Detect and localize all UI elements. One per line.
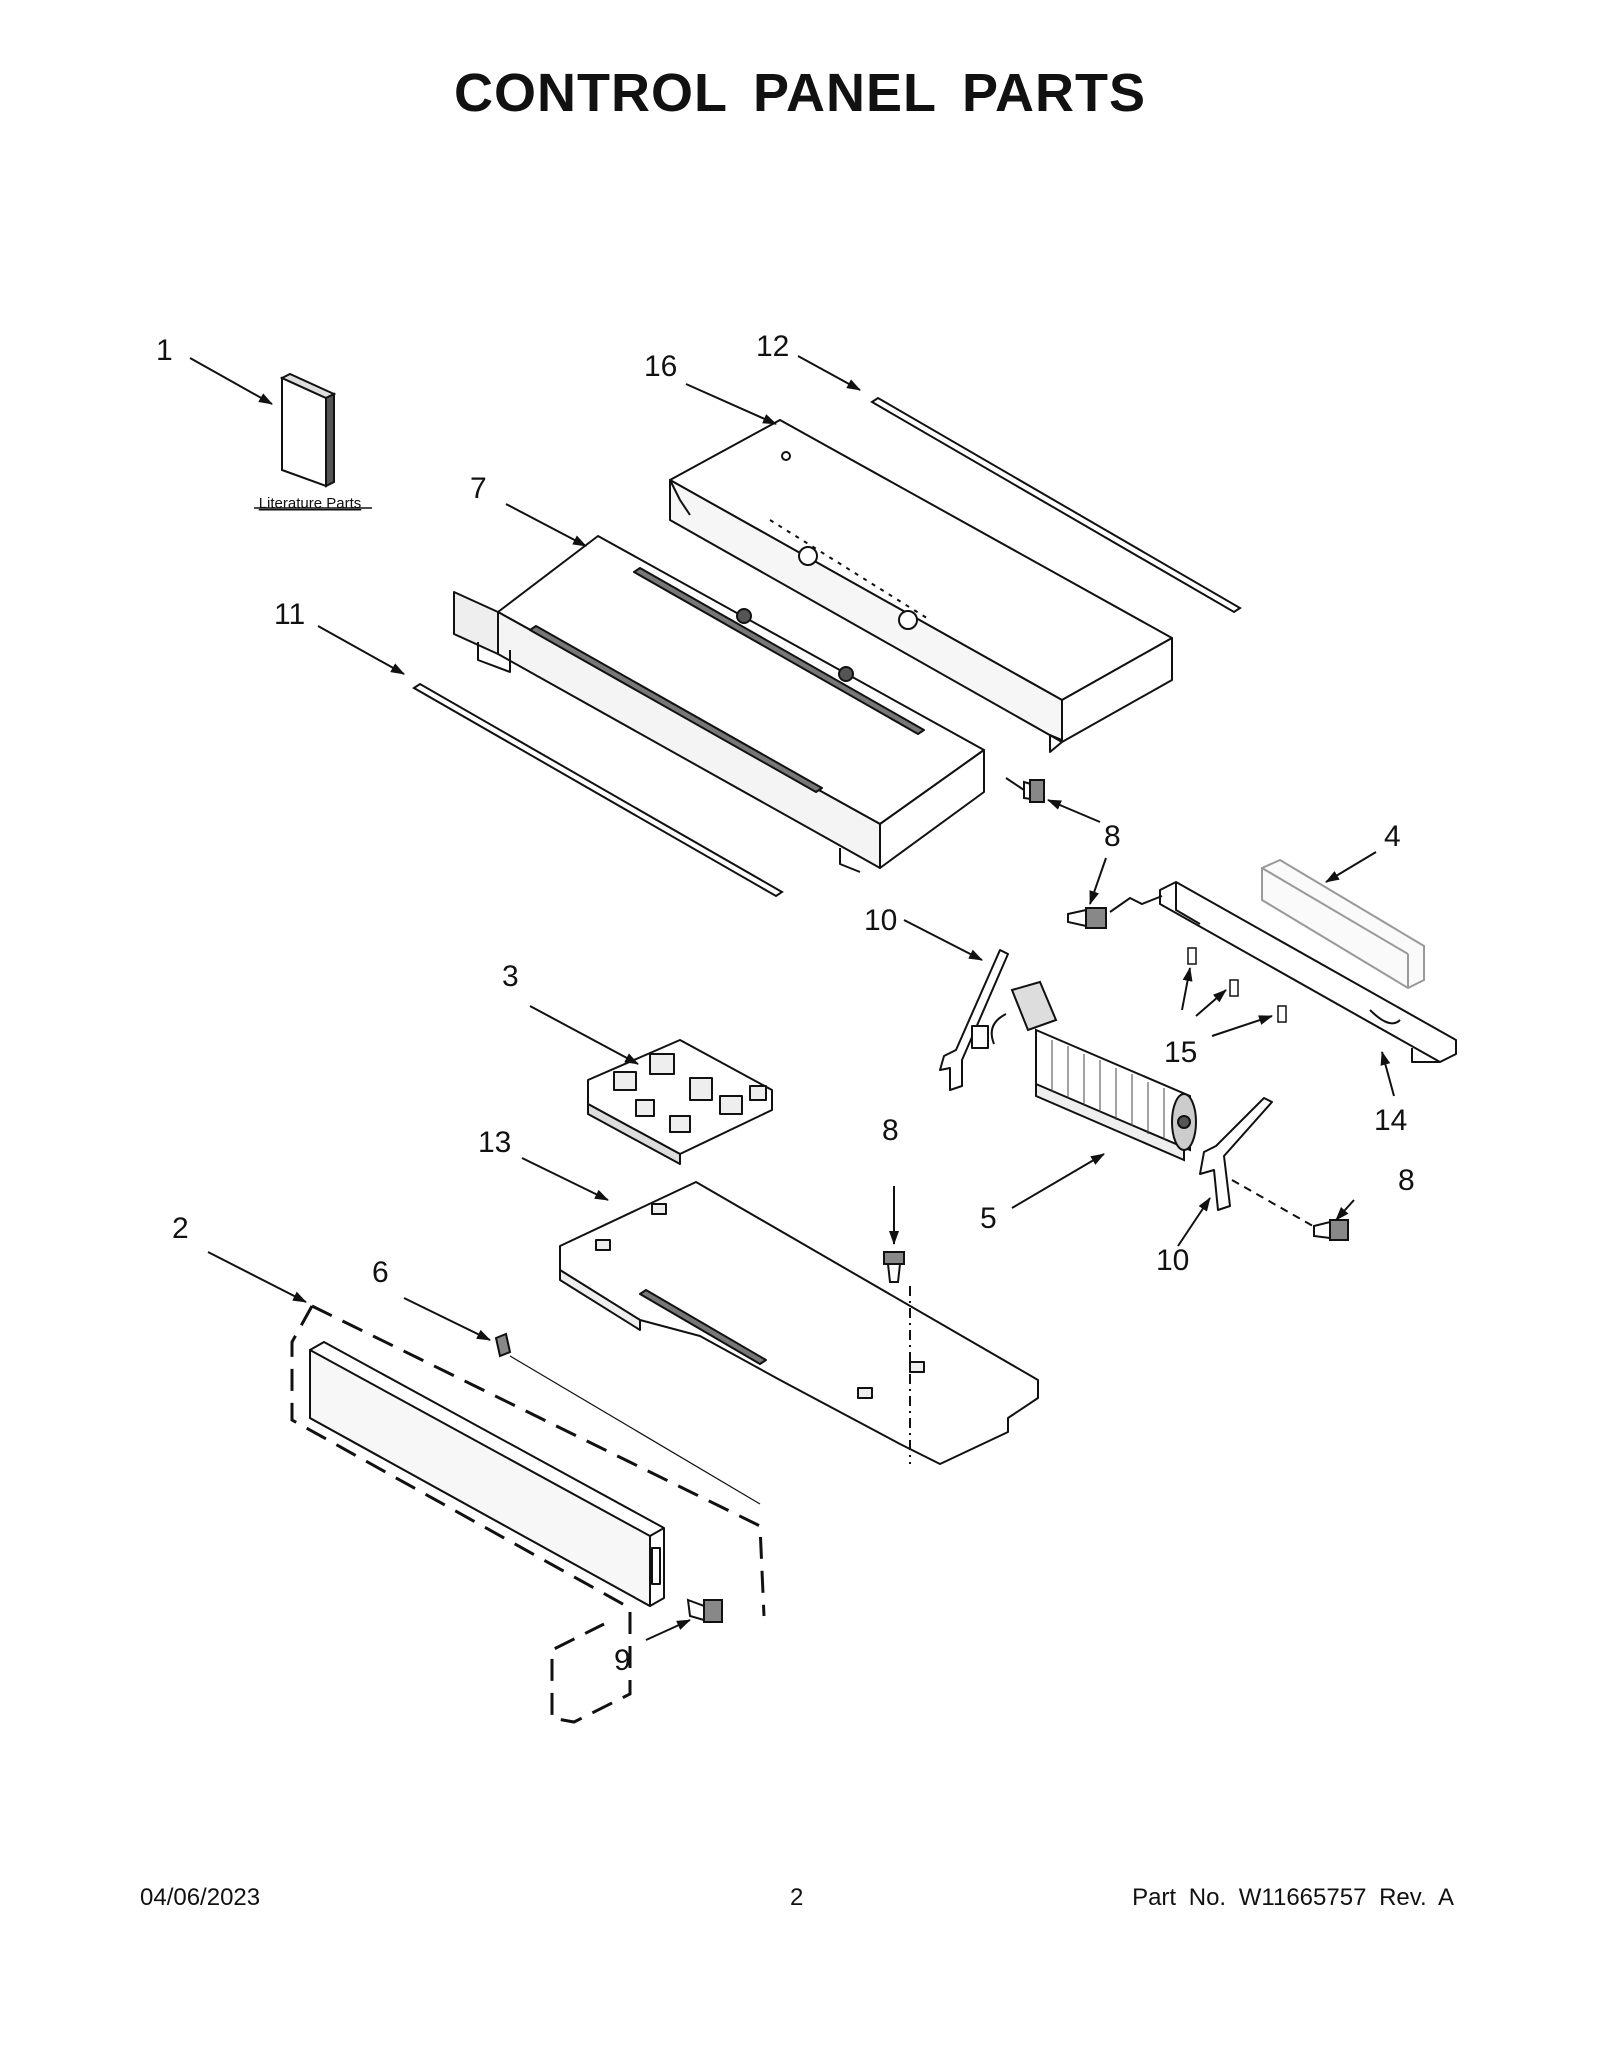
- control-panel-housing[interactable]: [454, 536, 984, 872]
- callout-10-left: 10: [864, 904, 897, 937]
- callout-10-right: 10: [1156, 1244, 1189, 1277]
- insulation-strip[interactable]: [1262, 860, 1424, 988]
- footer-part-number: Part No. W11665757 Rev. A: [1132, 1884, 1454, 1911]
- callout-11: 11: [274, 598, 305, 631]
- callout-9: 9: [614, 1644, 631, 1677]
- fan-bracket-right[interactable]: [1200, 1098, 1272, 1210]
- callout-15: 15: [1164, 1036, 1197, 1069]
- literature-parts-label: Literature Parts: [259, 495, 362, 512]
- callout-8-upper: 8: [1104, 820, 1121, 853]
- lower-trim-strip[interactable]: [414, 684, 782, 896]
- callout-12: 12: [756, 330, 789, 363]
- callout-8-lower: 8: [882, 1114, 899, 1147]
- control-board[interactable]: [588, 1040, 772, 1164]
- standoffs[interactable]: [1188, 948, 1286, 1022]
- base-plate[interactable]: [560, 1182, 1038, 1464]
- upper-trim-strip[interactable]: [872, 398, 1240, 612]
- callout-7: 7: [470, 472, 487, 505]
- screw-bracket[interactable]: [1068, 896, 1162, 928]
- literature-booklet[interactable]: [282, 374, 334, 486]
- screw-upper[interactable]: [1006, 778, 1044, 802]
- footer-page-number: 2: [790, 1884, 804, 1911]
- callout-14: 14: [1374, 1104, 1407, 1137]
- screw-panel[interactable]: [688, 1600, 722, 1622]
- screw-lower[interactable]: [884, 1252, 904, 1282]
- callout-13: 13: [478, 1126, 511, 1159]
- callout-16: 16: [644, 350, 677, 383]
- console-trim-panel[interactable]: [310, 1342, 664, 1606]
- upper-shield[interactable]: [670, 420, 1172, 752]
- blower-fan[interactable]: [992, 982, 1196, 1160]
- callout-5: 5: [980, 1202, 997, 1235]
- console-trim-assembly[interactable]: [292, 1306, 764, 1722]
- callout-4: 4: [1384, 820, 1401, 853]
- screw-right[interactable]: [1232, 1180, 1348, 1240]
- callout-3: 3: [502, 960, 519, 993]
- mounting-bracket-long[interactable]: [1160, 882, 1456, 1062]
- footer-date: 04/06/2023: [140, 1884, 261, 1911]
- callout-6: 6: [372, 1256, 389, 1289]
- callout-2: 2: [172, 1212, 189, 1245]
- callout-labels: 1 16 12 7 11 8 4 10 3 15 14 8 13 5 8 2 1…: [156, 330, 1415, 1677]
- fan-bracket-left[interactable]: [940, 950, 1008, 1090]
- callout-1: 1: [156, 334, 173, 367]
- callout-8-right: 8: [1398, 1164, 1415, 1197]
- page-title: CONTROL PANEL PARTS: [453, 63, 1147, 123]
- panel-clip[interactable]: [496, 1334, 760, 1504]
